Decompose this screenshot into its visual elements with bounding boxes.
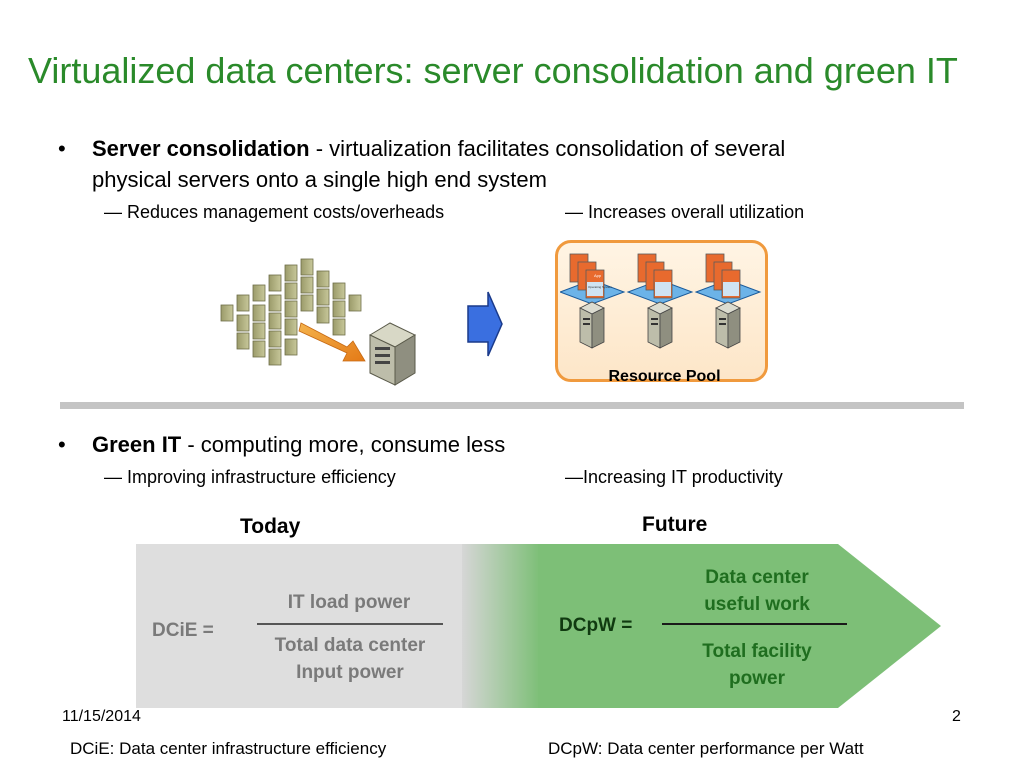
page-number: 2 xyxy=(952,708,961,725)
future-label: Future xyxy=(642,513,708,536)
bullet-text: - virtualization facilitates consolidati… xyxy=(309,136,786,161)
resource-pool-label: Resource Pool xyxy=(608,368,721,385)
virtual-machine-icon: App Operating System xyxy=(560,253,761,349)
bullet-heading: Server consolidation xyxy=(92,136,310,161)
bullet-server-consolidation: Server consolidation - virtualization fa… xyxy=(92,136,785,162)
section-divider xyxy=(60,402,964,409)
bullet-heading: Green IT xyxy=(92,432,182,457)
sub-point: — Improving infrastructure efficiency xyxy=(104,467,396,487)
bullet-marker: • xyxy=(58,432,66,457)
sub-point: — Increases overall utilization xyxy=(565,202,805,222)
dcie-lhs: DCiE = xyxy=(152,620,214,641)
definition-dcpw: DCpW: Data center performance per Watt xyxy=(548,739,864,758)
server-tower-icon xyxy=(368,322,417,386)
slide-title: Virtualized data centers: server consoli… xyxy=(28,50,958,91)
svg-text:Operating System: Operating System xyxy=(588,285,613,289)
dcpw-denominator-line1: Total facility xyxy=(702,641,812,662)
dcpw-numerator-line2: useful work xyxy=(704,594,810,615)
dcpw-denominator-line2: power xyxy=(729,668,785,689)
dcpw-numerator-line1: Data center xyxy=(705,567,809,588)
sub-point: —Increasing IT productivity xyxy=(565,467,783,487)
bullet-text-continued: physical servers onto a single high end … xyxy=(92,167,547,192)
slide-date: 11/15/2014 xyxy=(62,708,141,725)
dcie-denominator-line1: Total data center xyxy=(274,635,426,656)
bullet-green-it: Green IT - computing more, consume less xyxy=(92,432,505,458)
dcie-numerator: IT load power xyxy=(287,592,411,613)
future-panel xyxy=(538,544,941,708)
metrics-banner xyxy=(136,544,941,708)
blue-arrow-icon xyxy=(467,291,503,357)
definition-dcie: DCiE: Data center infrastructure efficie… xyxy=(70,739,387,758)
sub-point: — Reduces management costs/overheads xyxy=(104,202,445,222)
today-panel xyxy=(136,544,462,708)
dcpw-lhs: DCpW = xyxy=(559,615,633,636)
today-label: Today xyxy=(240,515,301,538)
bullet-text: - computing more, consume less xyxy=(181,432,506,457)
svg-text:App: App xyxy=(594,273,602,278)
server-rack-icon xyxy=(220,258,417,386)
bullet-marker: • xyxy=(58,136,66,161)
transition-band xyxy=(462,544,540,708)
dcie-denominator-line2: Input power xyxy=(296,662,404,683)
